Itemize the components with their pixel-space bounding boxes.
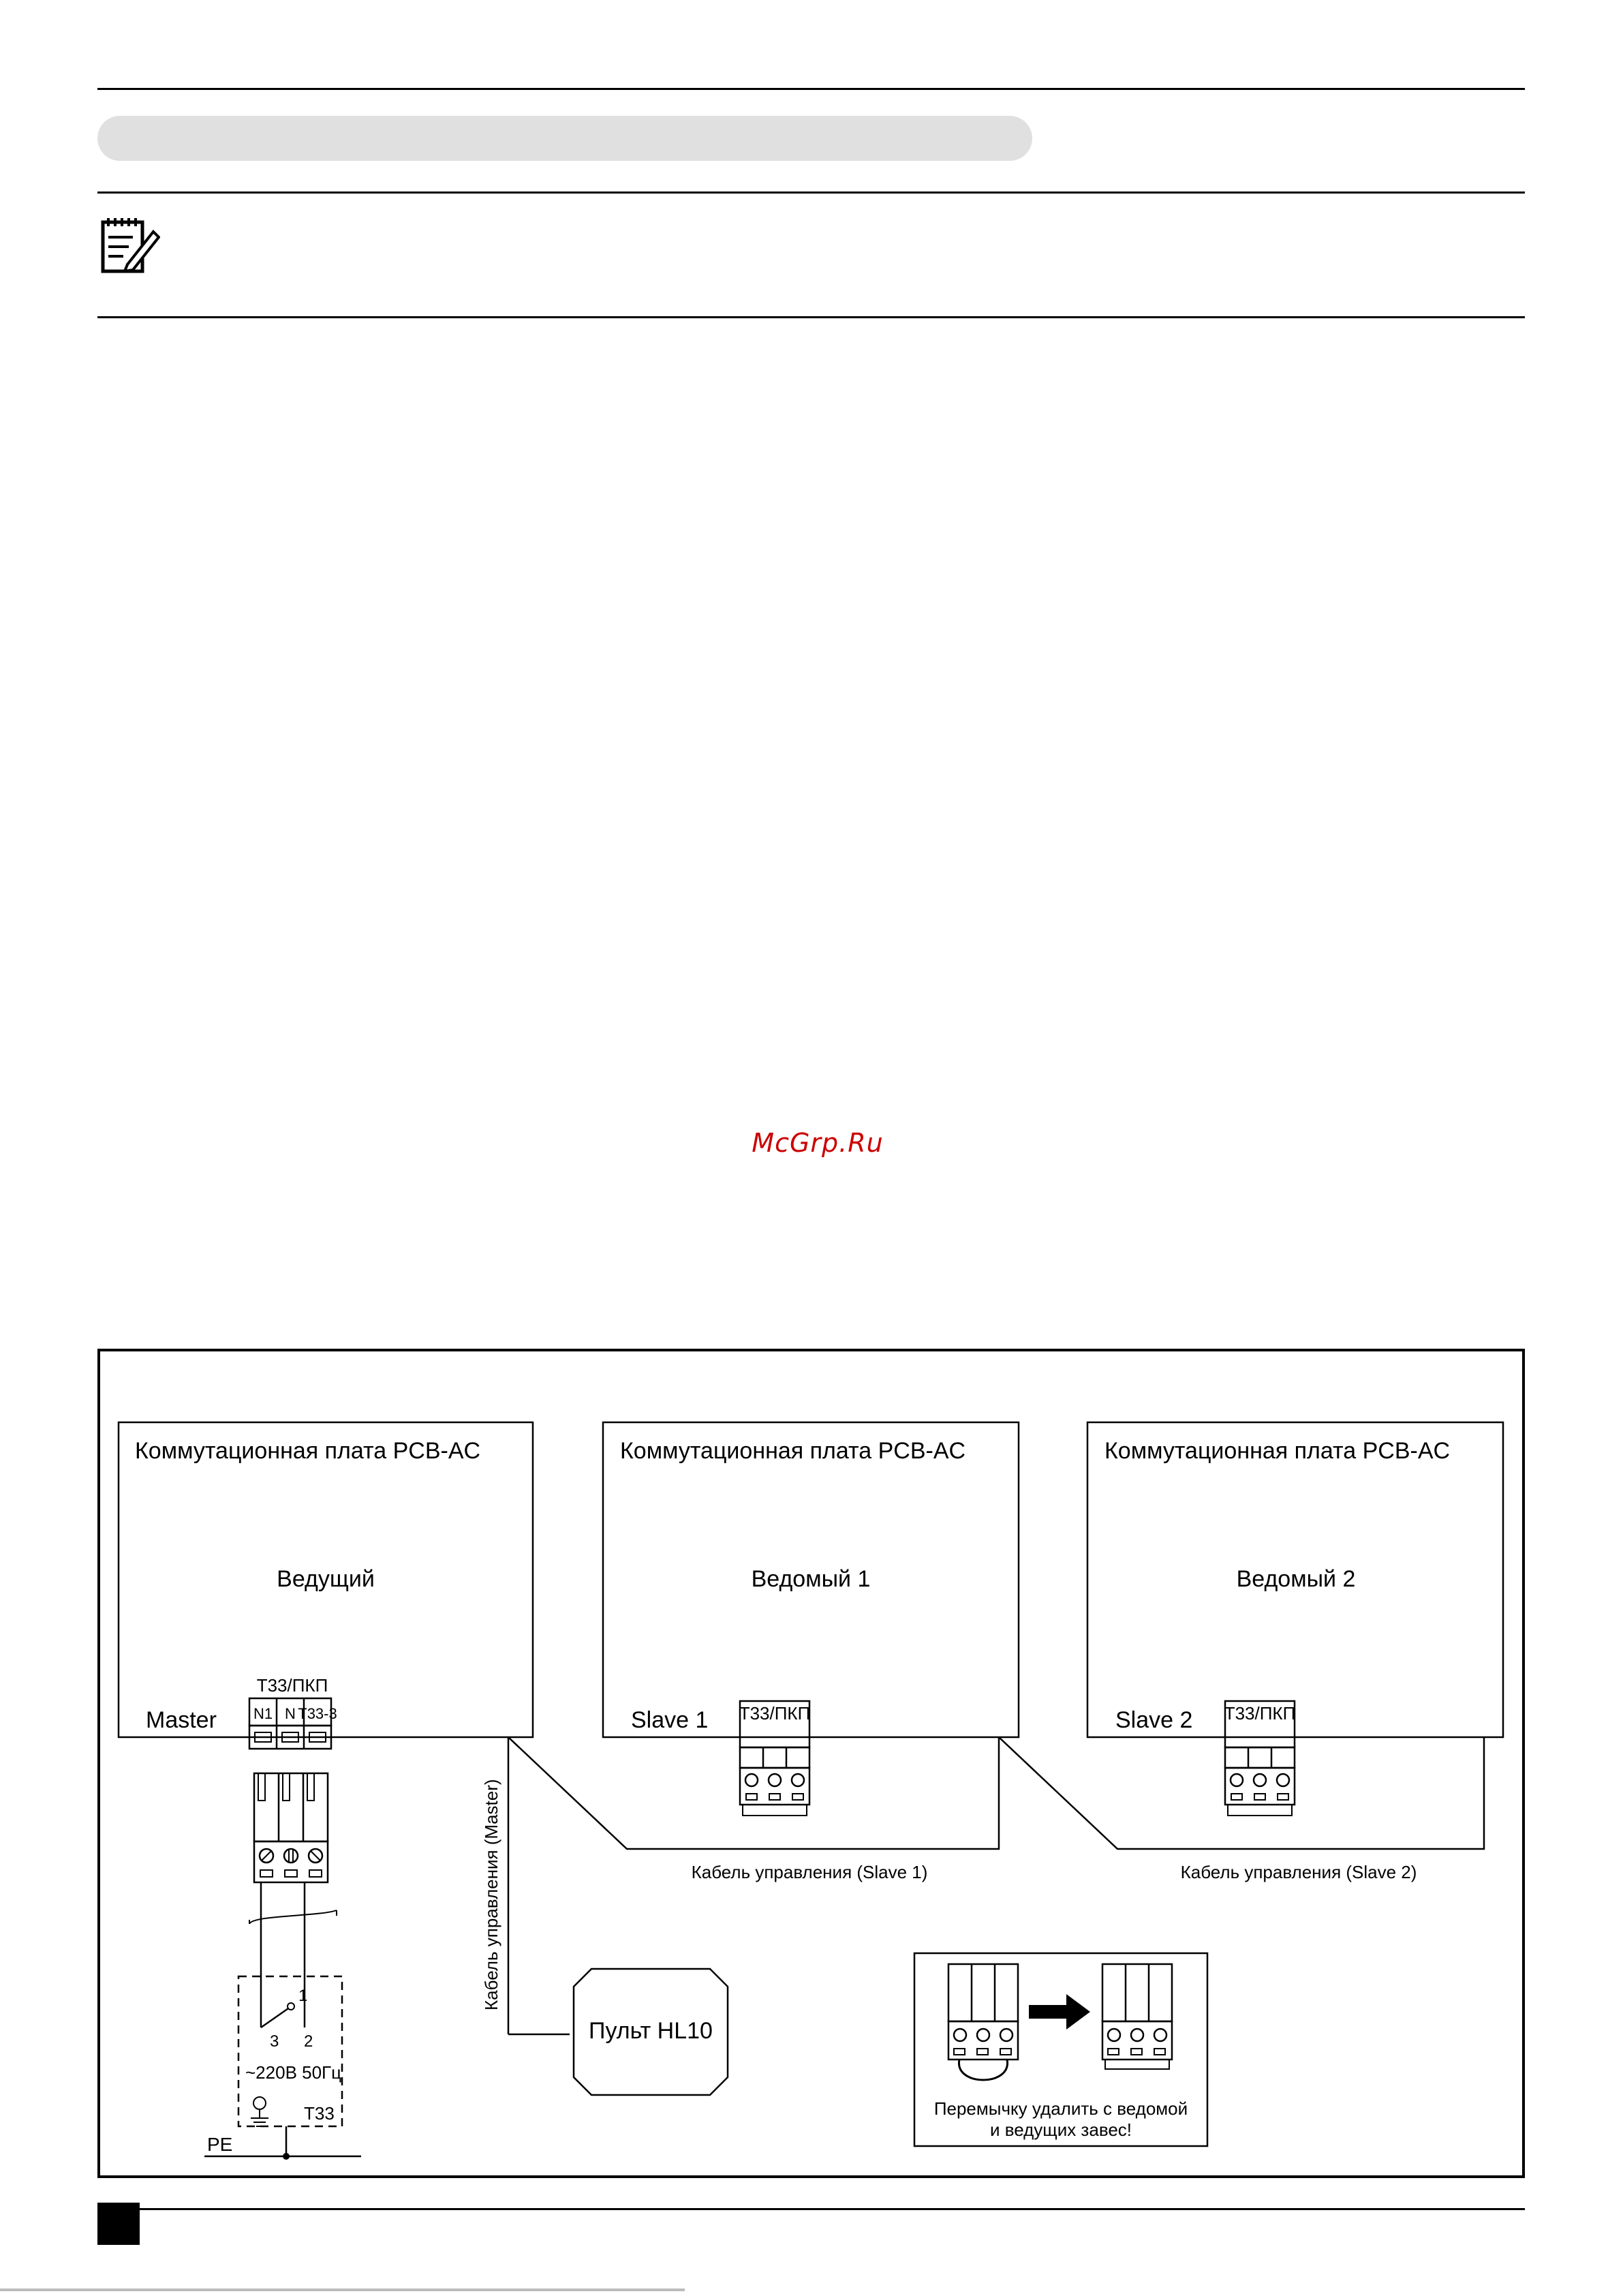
jumper-plug-with-link [947, 1963, 1019, 2081]
top-rule [97, 88, 1525, 90]
jumper-plug-without-link [1101, 1963, 1173, 2070]
pin-n: N [285, 1705, 296, 1722]
thermo-label: T33 [304, 2103, 335, 2124]
cable-slave2-label: Кабель управления (Slave 2) [1181, 1862, 1417, 1882]
remote-label: Пульт HL10 [589, 2018, 713, 2044]
notepad-pencil-icon [101, 218, 160, 273]
board-slave2-role: Ведомый 2 [1237, 1566, 1356, 1592]
pin-n1: N1 [253, 1705, 273, 1722]
pe-label: PE [207, 2134, 232, 2155]
board-master-title: Коммутационная плата PCB-AC [135, 1438, 480, 1464]
board-slave2-title: Коммутационная плата PCB-AC [1104, 1438, 1450, 1464]
cable-slave1-label: Кабель управления (Slave 1) [692, 1862, 928, 1882]
board-master-tag: Master [146, 1707, 217, 1733]
jumper-arrow-icon [1029, 1994, 1090, 2030]
jumper-note-line-2: и ведущих завес! [990, 2119, 1132, 2140]
remote-hl10 [572, 1968, 729, 2096]
board-slave1-tag: Slave 1 [631, 1707, 708, 1733]
thermo-pin-1: 1 [298, 1987, 307, 2005]
board-slave1 [602, 1421, 1020, 1739]
slave2-connector-label: T33/ПКП [1224, 1703, 1296, 1724]
footer-rule [97, 2208, 1525, 2210]
watermark: McGrp.Ru [752, 1128, 884, 1158]
slave1-connector-label: T33/ПКП [739, 1703, 811, 1724]
slave1-terminal-plug [739, 1700, 811, 1816]
jumper-note-box [913, 1952, 1209, 2147]
thermo-pin-2: 2 [304, 2032, 313, 2051]
section-title-bar [97, 116, 1032, 161]
thermostat-t33: 1 3 2 ~220В 50Гц T33 [237, 1975, 343, 2128]
note-bottom-rule [97, 316, 1525, 318]
diagram-frame [97, 1349, 1525, 2178]
ground-icon [251, 2096, 268, 2127]
board-slave2-tag: Slave 2 [1115, 1707, 1192, 1733]
bottom-scan-rule [0, 2289, 685, 2291]
note-top-rule [97, 192, 1525, 194]
page-number-marker [97, 2203, 140, 2245]
board-master-role: Ведущий [277, 1566, 375, 1592]
board-slave1-title: Коммутационная плата PCB-AC [620, 1438, 965, 1464]
jumper-note-line-1: Перемычку удалить с ведомой [934, 2098, 1188, 2119]
thermo-pin-3: 3 [270, 2032, 279, 2051]
master-connector-label: T33/ПКП [257, 1675, 328, 1696]
pin-t33-3: T33-3 [298, 1705, 337, 1722]
master-terminal-plug [253, 1772, 329, 1884]
thermo-supply: ~220В 50Гц [245, 2062, 341, 2083]
cable-master-label: Кабель управления (Master) [481, 1779, 501, 2010]
board-slave1-role: Ведомый 1 [752, 1566, 871, 1592]
slave2-terminal-plug [1224, 1700, 1296, 1816]
